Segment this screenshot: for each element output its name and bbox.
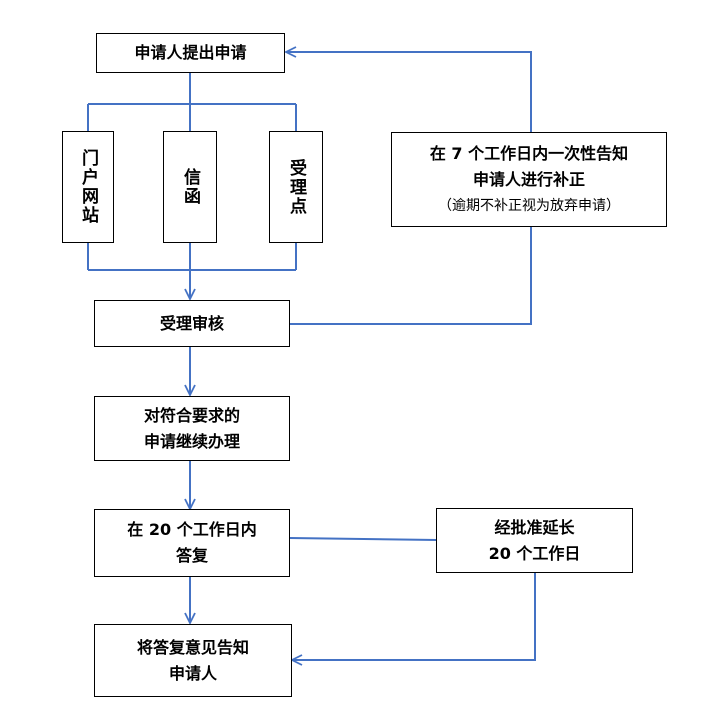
inform-box: 将答复意见告知 申请人 <box>94 624 292 697</box>
letter-label: 信函 <box>180 168 200 206</box>
portal-label: 门户网站 <box>78 149 98 225</box>
review-box: 受理审核 <box>94 300 290 347</box>
notify-line3: （逾期不补正视为放弃申请） <box>438 197 620 214</box>
connector-reply-extend <box>289 537 438 541</box>
reply-line1: 在 20 个工作日内 <box>127 520 257 539</box>
continue-box: 对符合要求的 申请继续办理 <box>94 396 290 461</box>
notify-box: 在 7 个工作日内一次性告知 申请人进行补正 （逾期不补正视为放弃申请） <box>391 132 667 227</box>
office-label: 受理点 <box>286 158 306 216</box>
letter-box: 信函 <box>163 131 217 243</box>
arrow-extend-to-inform <box>293 572 536 660</box>
extend-box: 经批准延长 20 个工作日 <box>436 508 633 573</box>
inform-line1: 将答复意见告知 <box>136 637 249 657</box>
notify-line2: 申请人进行补正 <box>472 169 585 189</box>
extend-line1: 经批准延长 <box>494 517 575 537</box>
portal-box: 门户网站 <box>62 131 114 243</box>
office-box: 受理点 <box>269 131 323 243</box>
review-label: 受理审核 <box>159 313 224 333</box>
inform-line2: 申请人 <box>168 663 217 683</box>
continue-line1: 对符合要求的 <box>143 405 240 425</box>
extend-line2: 20 个工作日 <box>488 543 581 563</box>
reply-line2: 答复 <box>175 546 208 565</box>
reply-box: 在 20 个工作日内 答复 <box>94 509 290 577</box>
arrow-notify-to-apply <box>287 52 532 133</box>
apply-label: 申请人提出申请 <box>134 43 247 62</box>
continue-line2: 申请继续办理 <box>143 431 240 451</box>
connector-review-notify <box>290 226 532 325</box>
apply-box: 申请人提出申请 <box>96 33 285 73</box>
notify-line1: 在 7 个工作日内一次性告知 <box>429 143 629 163</box>
